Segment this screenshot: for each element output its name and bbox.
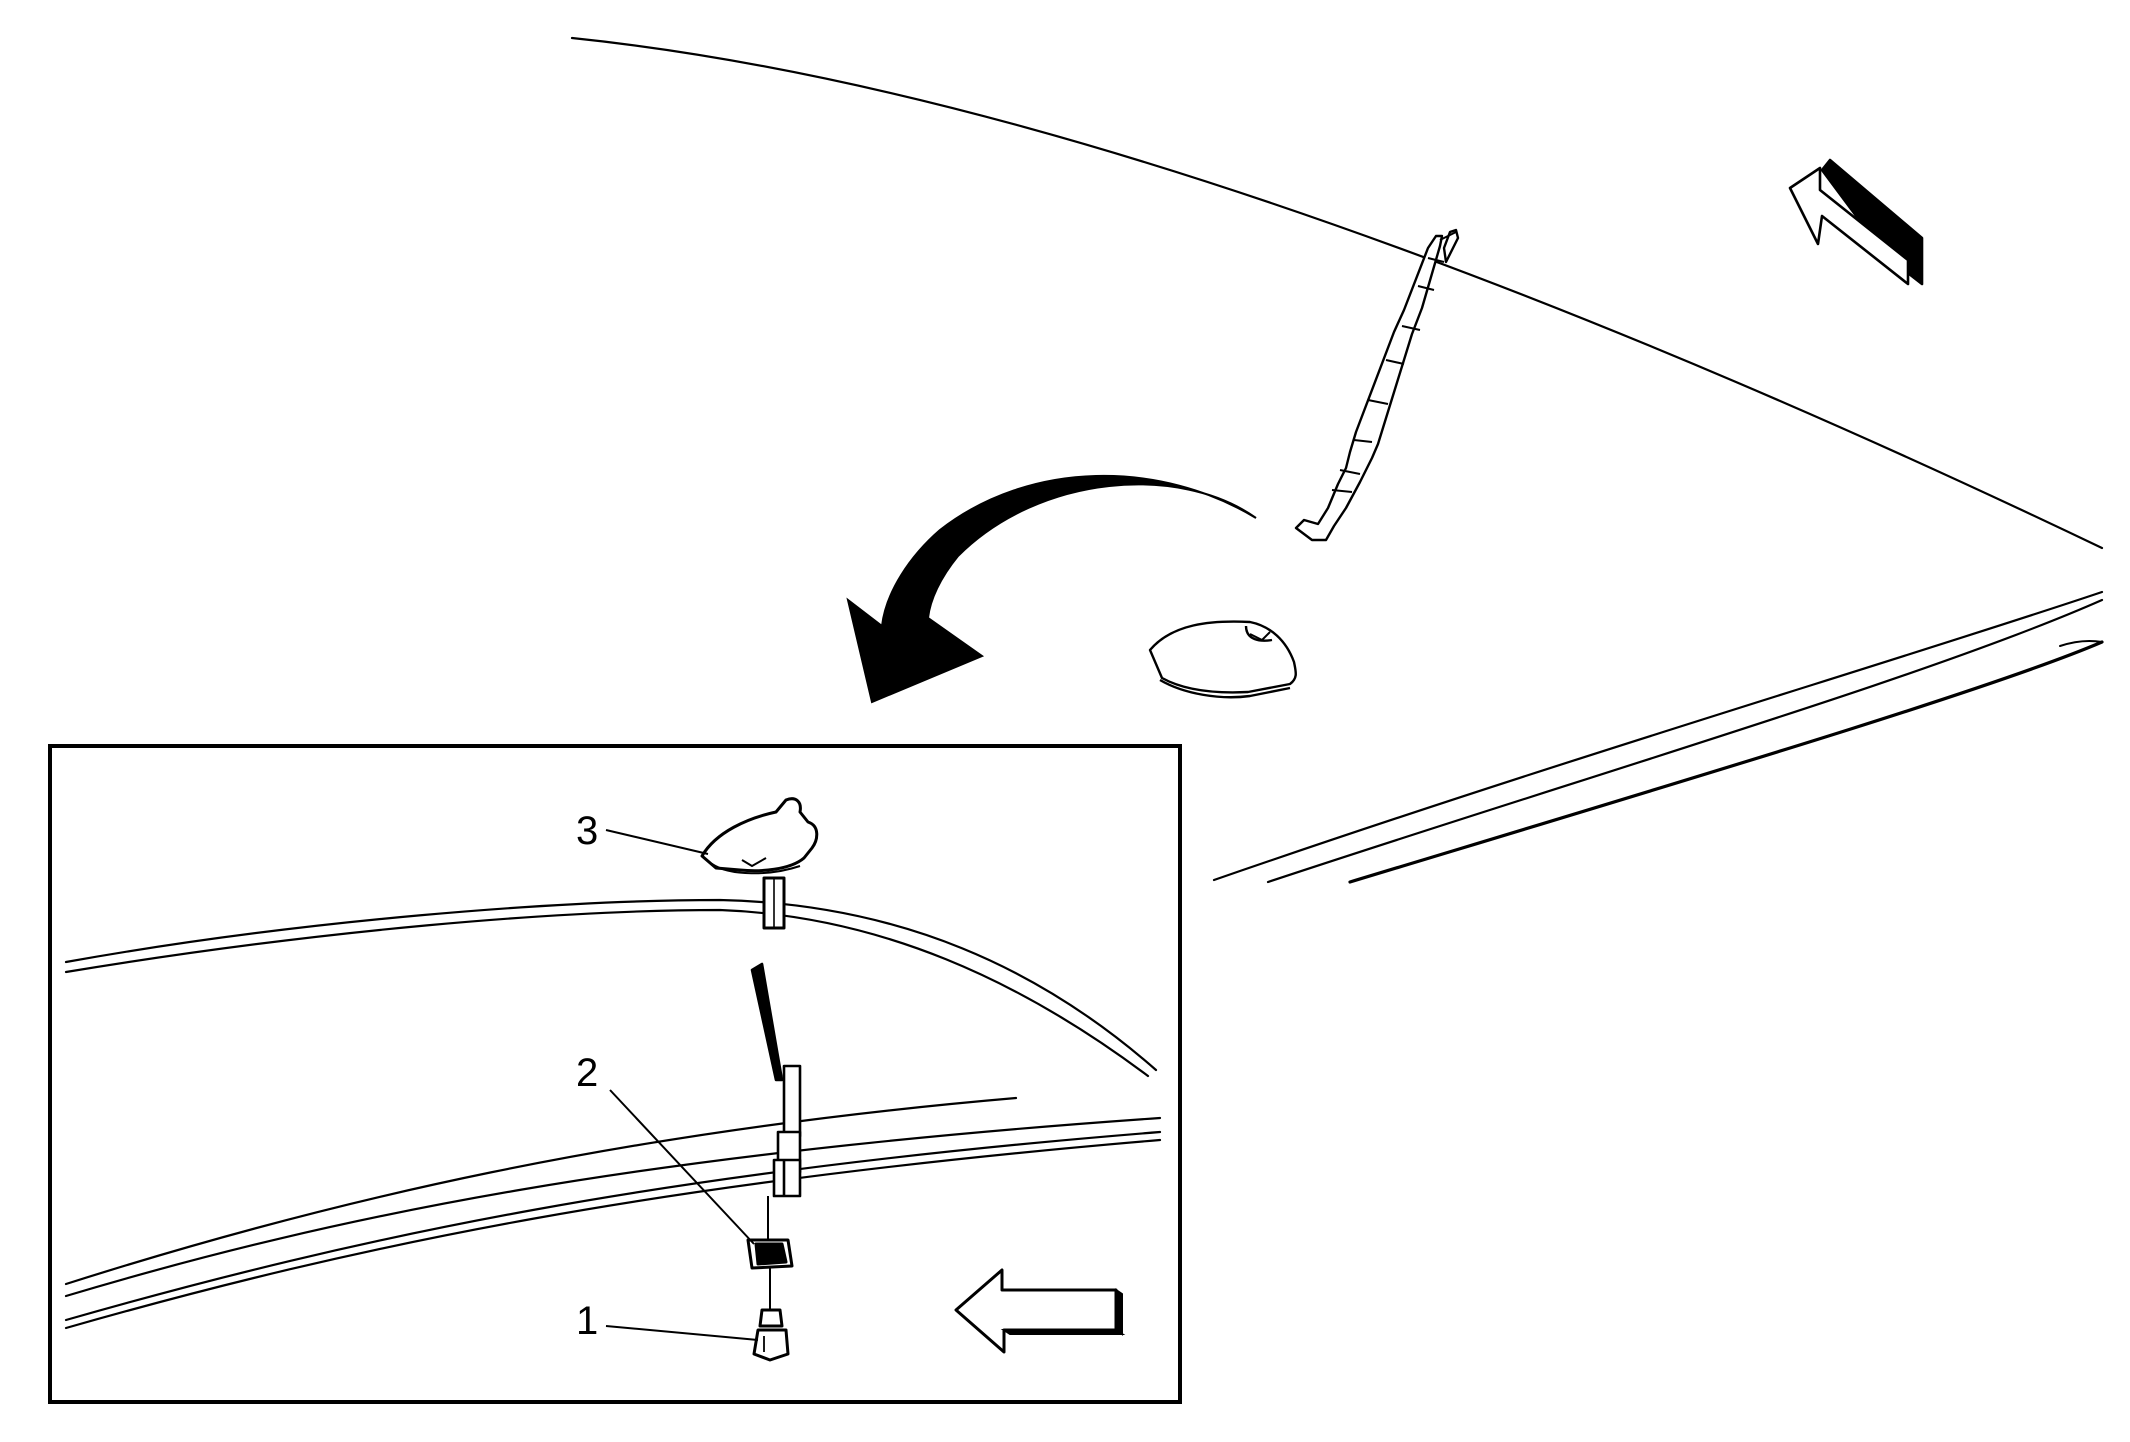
inset-roof-outline (64, 898, 1162, 1330)
part-3-antenna-base (700, 797, 819, 930)
callout-2: 2 (576, 1051, 598, 1095)
part-2-nut (746, 1238, 794, 1312)
antenna-base (1148, 620, 1297, 699)
callout-1: 1 (576, 1299, 598, 1343)
callout-leaders (605, 829, 759, 1341)
antenna-cable-connector (750, 962, 802, 1240)
inset-arrow-shadow (1000, 1288, 1126, 1336)
antenna-mast (1294, 228, 1460, 542)
removal-direction-arrow (846, 474, 1257, 704)
vehicle-roof-outline (570, 36, 2104, 884)
vehicle-front-arrow-icon (1788, 158, 1924, 286)
callout-3: 3 (576, 809, 598, 853)
part-1-bolt (752, 1308, 790, 1362)
